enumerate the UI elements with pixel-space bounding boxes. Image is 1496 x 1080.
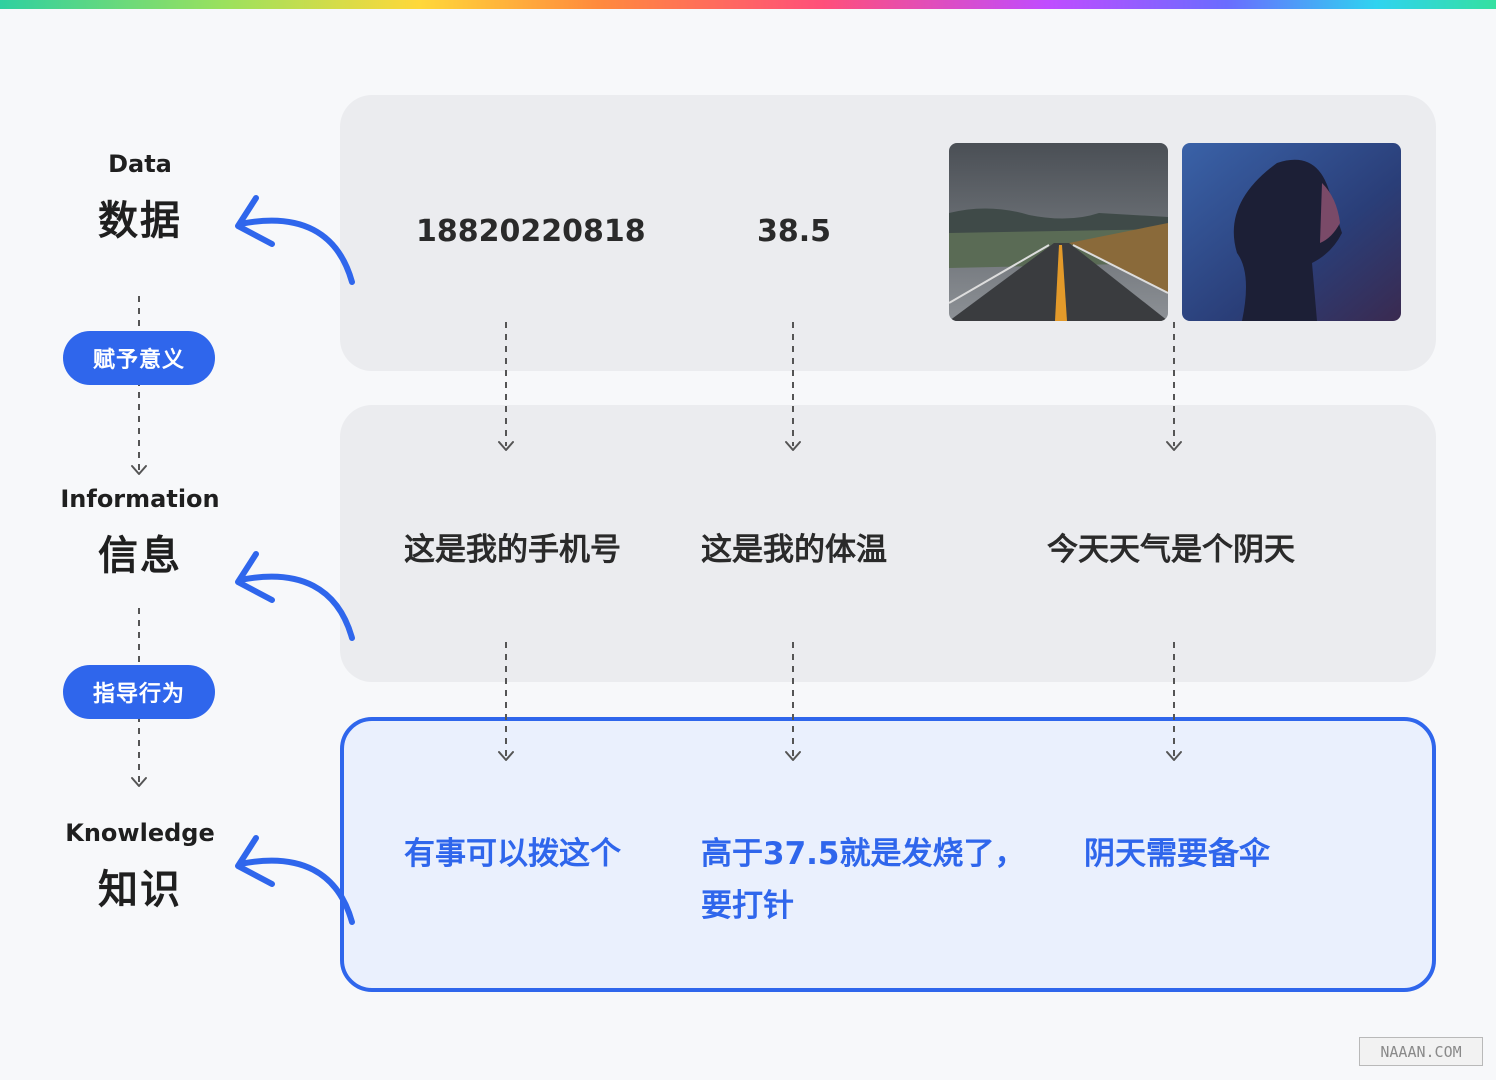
- knowledge-panel: [340, 717, 1436, 992]
- chevron-down-icon: [131, 777, 147, 787]
- data-temperature: 38.5: [757, 214, 832, 249]
- chevron-down-icon: [785, 441, 801, 451]
- info-temperature-meaning: 这是我的体温: [701, 532, 887, 568]
- level-information: Information 信息: [0, 485, 280, 581]
- rainbow-top-bar: [0, 0, 1496, 9]
- level-knowledge-en: Knowledge: [65, 819, 215, 847]
- level-knowledge: Knowledge 知识: [0, 819, 280, 915]
- chevron-down-icon: [131, 465, 147, 475]
- curved-arrow-information-icon: [235, 551, 355, 641]
- info-phone-meaning: 这是我的手机号: [404, 532, 621, 568]
- guide-behavior-pill: 指导行为: [63, 665, 215, 719]
- chevron-down-icon: [498, 751, 514, 761]
- curved-arrow-knowledge-icon: [235, 835, 355, 925]
- chevron-down-icon: [498, 441, 514, 451]
- watermark: NAAAN.COM: [1359, 1037, 1483, 1066]
- info-weather-meaning: 今天天气是个阴天: [1047, 532, 1295, 568]
- knowledge-temperature-action-line1: 高于37.5就是发烧了，: [701, 836, 1026, 872]
- knowledge-weather-action: 阴天需要备伞: [1084, 836, 1270, 872]
- data-phone-number: 18820220818: [416, 214, 646, 249]
- rain-woman-photo: [1182, 143, 1401, 321]
- road-photo: [949, 143, 1168, 321]
- knowledge-phone-action: 有事可以拨这个: [404, 836, 621, 872]
- level-information-zh: 信息: [98, 533, 182, 579]
- give-meaning-pill: 赋予意义: [63, 331, 215, 385]
- chevron-down-icon: [1166, 751, 1182, 761]
- knowledge-temperature-action-line2: 要打针: [701, 888, 794, 924]
- chevron-down-icon: [1166, 441, 1182, 451]
- level-data-zh: 数据: [98, 198, 182, 244]
- curved-arrow-data-icon: [235, 195, 355, 285]
- level-data-en: Data: [108, 150, 172, 178]
- level-knowledge-zh: 知识: [98, 867, 182, 913]
- chevron-down-icon: [785, 751, 801, 761]
- level-data: Data 数据: [0, 150, 280, 246]
- information-panel: [340, 405, 1436, 682]
- level-information-en: Information: [60, 485, 220, 513]
